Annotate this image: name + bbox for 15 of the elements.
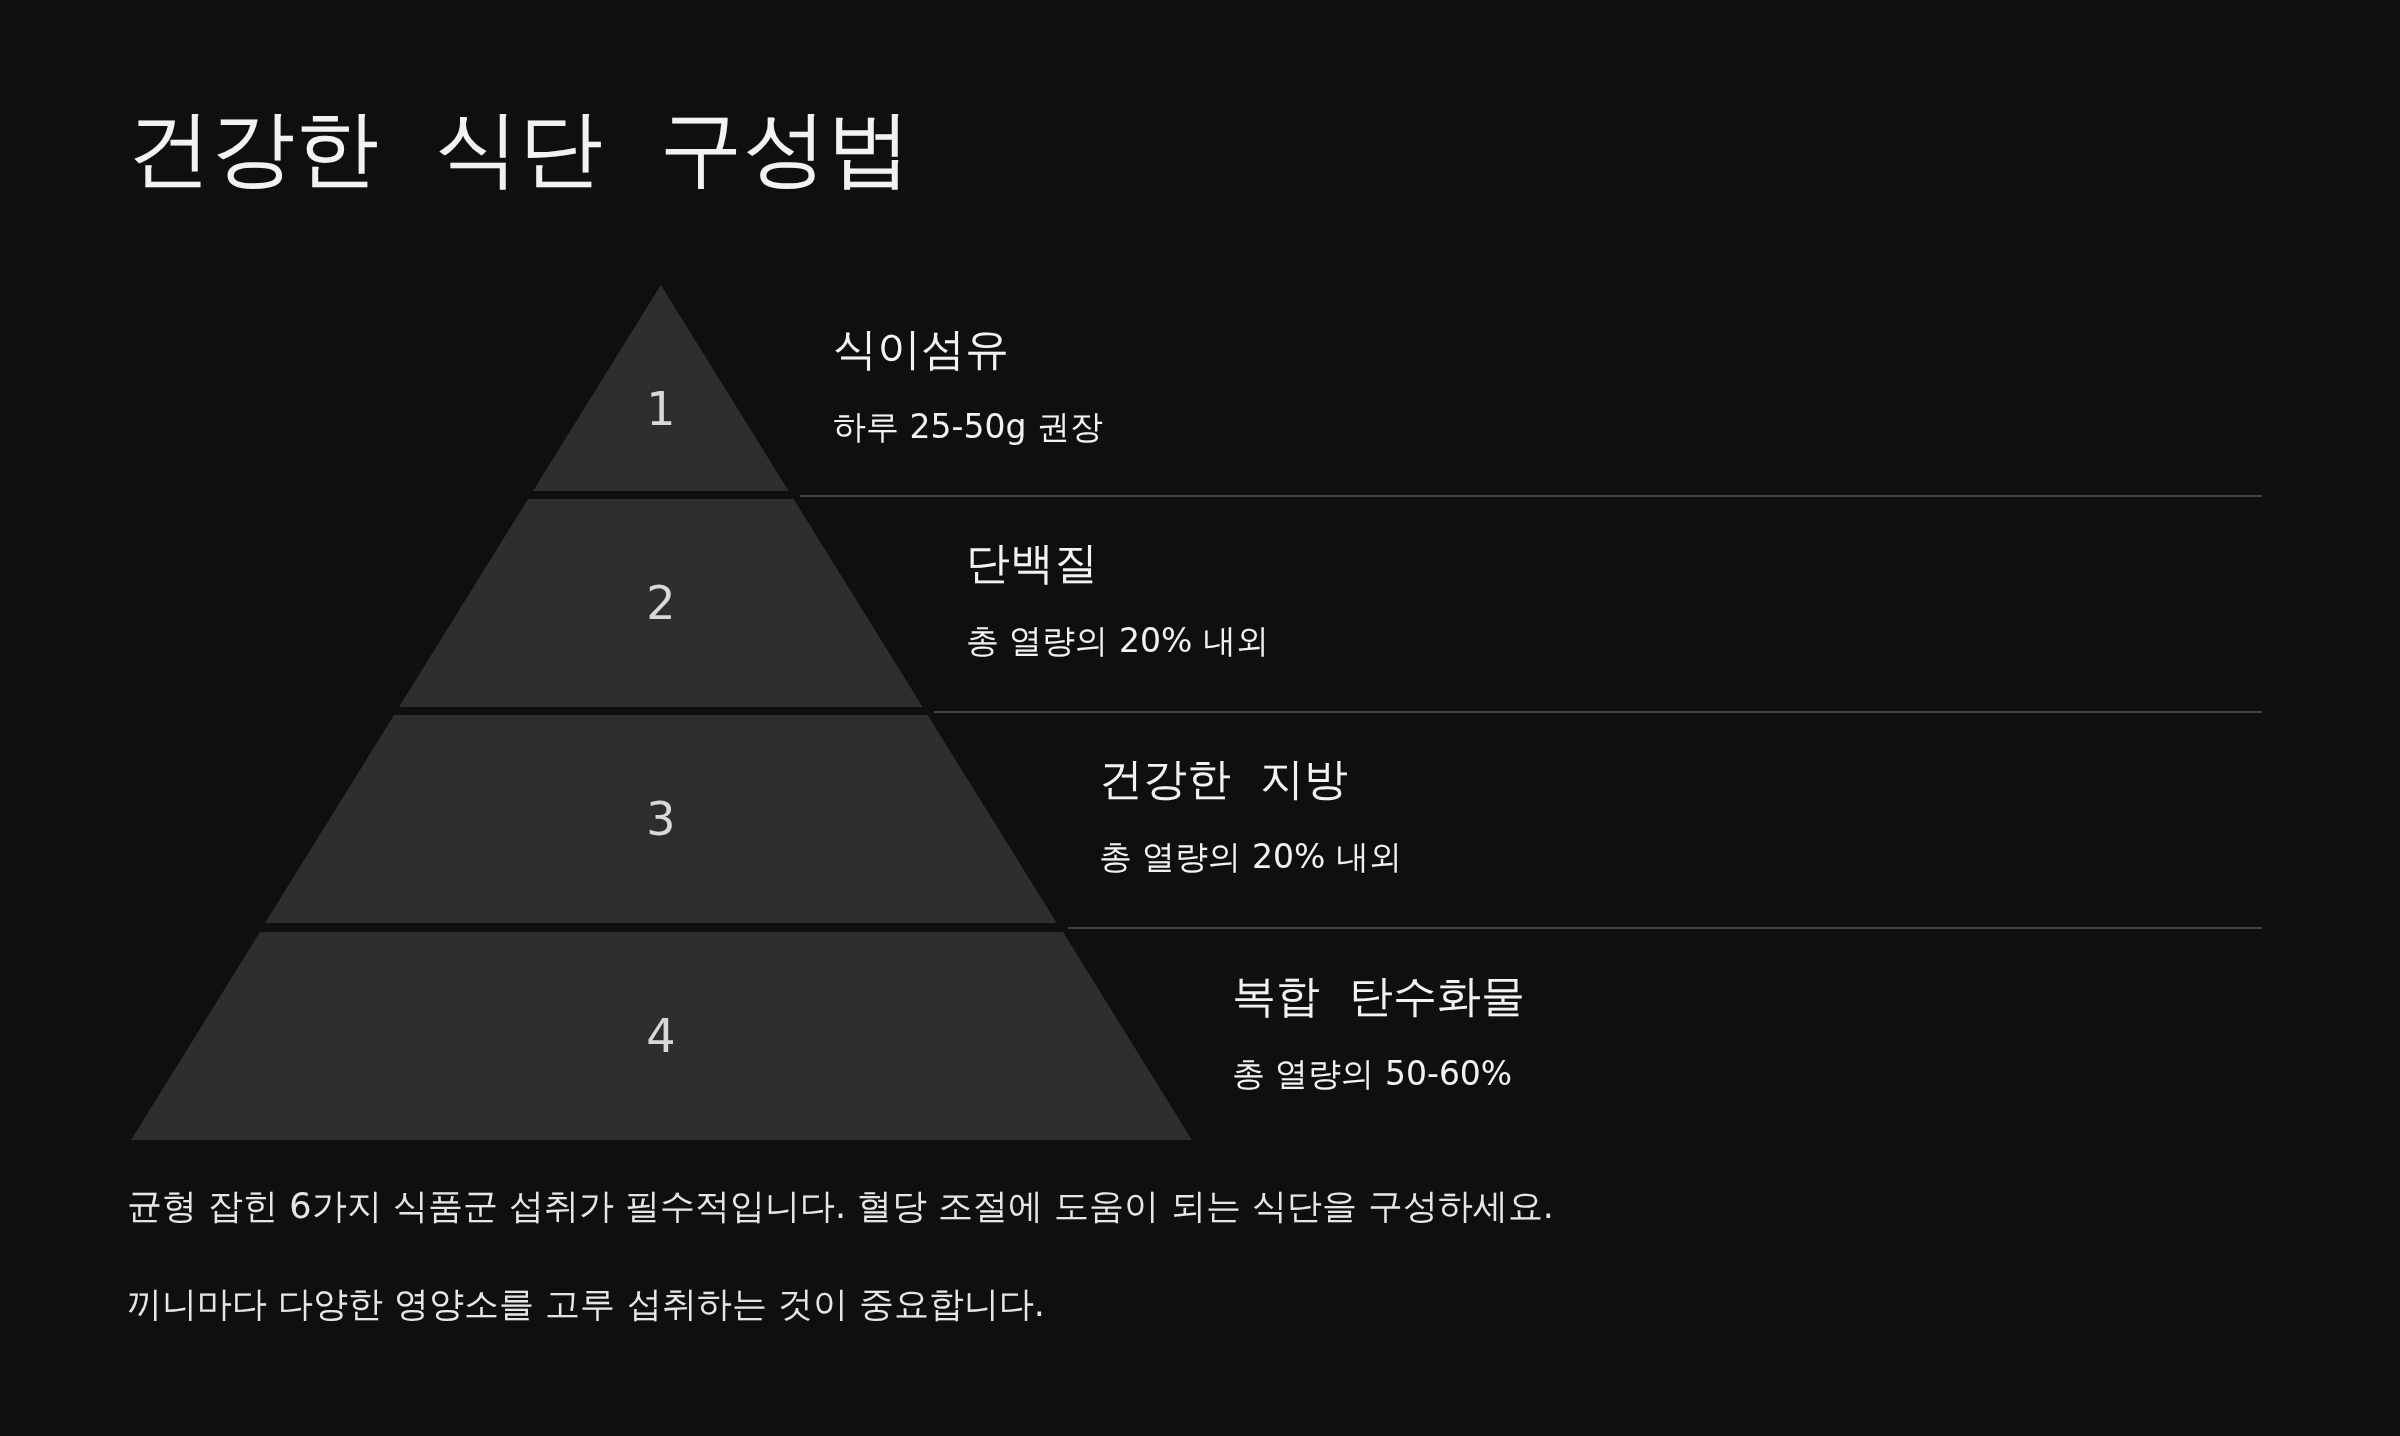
title: 건강한 식단 구성법 [127,98,912,199]
tier-description: 하루 25-50g 권장 [833,406,1103,448]
tier-number: 4 [646,1009,676,1063]
tier-number: 1 [646,381,676,436]
tier-number: 3 [646,792,676,846]
note-text: 균형 잡힌 6가지 식품군 섭취가 필수적입니다. 혈당 조절에 도움이 되는 식단을 구성하세요. [127,1185,1554,1228]
note-text: 끼니마다 다양한 영양소를 고루 섭취하는 것이 중요합니다. [127,1283,1045,1326]
tier-description: 총 열량의 20% 내외 [966,620,1269,662]
tier-number: 2 [646,576,676,630]
tier-heading: 식이섬유 [833,322,1009,376]
tier-description: 총 열량의 20% 내외 [1099,836,1402,878]
tier-heading: 복합 탄수화물 [1232,969,1526,1023]
tier-heading: 단백질 [966,536,1098,590]
tier-heading: 건강한 지방 [1099,752,1349,806]
tier-description: 총 열량의 50-60% [1232,1053,1513,1095]
